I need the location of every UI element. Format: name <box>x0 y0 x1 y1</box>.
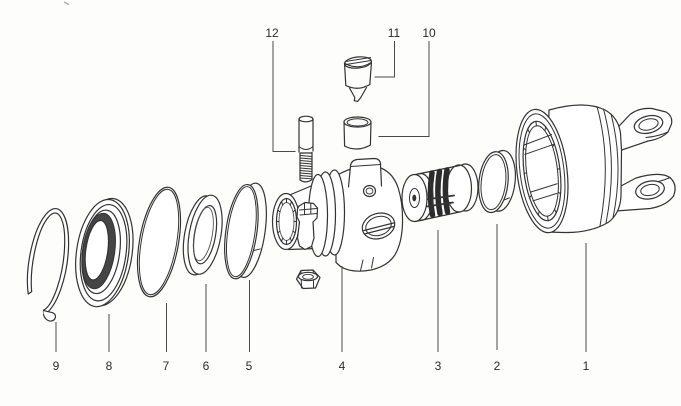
part-4-main-housing <box>271 157 404 290</box>
part-11-plunger-pin <box>343 56 373 102</box>
hex-nut <box>295 269 321 290</box>
bell-grooves <box>596 106 619 227</box>
spline-teeth <box>276 198 297 245</box>
callout-label-10: 10 <box>422 26 436 40</box>
part-5-band-ring <box>224 182 267 280</box>
bottom-lug <box>360 257 374 271</box>
mouth-ribs <box>523 134 558 202</box>
part-12-threaded-stud <box>298 115 314 183</box>
screw-slot <box>363 222 395 235</box>
part-6-ring <box>182 194 223 276</box>
leader-line-12 <box>272 41 296 152</box>
mouth-splines <box>522 120 562 222</box>
part-8-seal-ring <box>75 197 134 308</box>
callout-label-9: 9 <box>53 359 60 373</box>
callout-label-5: 5 <box>246 359 253 373</box>
splined-hub-face <box>271 192 301 251</box>
plunger-slot <box>345 57 372 65</box>
thread-ridges <box>299 155 313 180</box>
scan-speck <box>63 1 70 6</box>
callout-label-7: 7 <box>163 359 170 373</box>
callout-label-6: 6 <box>203 359 210 373</box>
leader-line-11 <box>374 41 395 78</box>
callout-label-8: 8 <box>106 359 113 373</box>
callout-label-2: 2 <box>494 359 501 373</box>
bell-mouth <box>515 108 569 234</box>
spring-coil <box>435 168 443 217</box>
cross-pins <box>425 194 455 208</box>
fork-arm-lower <box>605 173 676 212</box>
leader-lines <box>55 41 587 352</box>
part-7-o-ring <box>136 186 182 298</box>
part-2-retaining-ring <box>478 149 517 214</box>
callout-label-1: 1 <box>583 359 590 373</box>
part-9-snap-ring <box>26 208 70 322</box>
callout-labels: 1 2 3 4 5 6 7 8 9 10 11 12 <box>53 26 590 373</box>
part-1-bell-guard-yoke <box>515 104 676 234</box>
spring-coil <box>442 167 451 215</box>
callout-label-12: 12 <box>265 26 279 40</box>
callout-label-11: 11 <box>388 26 401 40</box>
leader-line-10 <box>378 41 430 137</box>
snap-ring-hook <box>42 309 57 322</box>
top-boss <box>347 157 383 188</box>
part-10-bushing <box>343 116 372 150</box>
spring-coil <box>427 170 436 218</box>
callout-label-4: 4 <box>339 359 346 373</box>
boss-hole <box>362 184 377 198</box>
part-3-spring-collar <box>401 163 479 223</box>
callout-label-3: 3 <box>435 359 442 373</box>
